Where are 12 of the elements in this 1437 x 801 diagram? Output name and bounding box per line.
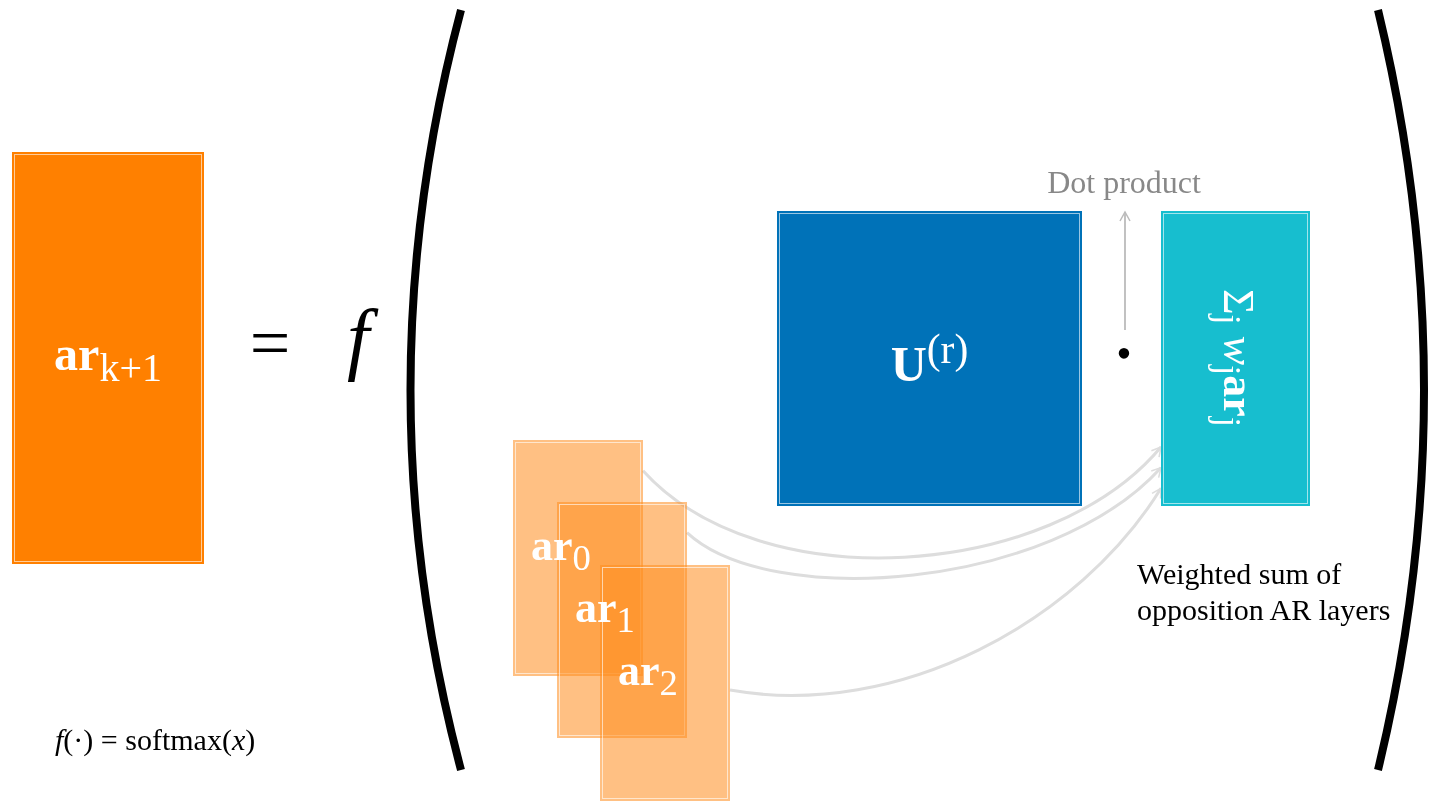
matrix-block: U$^{(r)}$: [777, 211, 1082, 506]
arrow: [642, 445, 1163, 559]
equals-sign: =: [248, 302, 292, 385]
formula-text: f(·) = softmax(x): [55, 722, 257, 758]
dot-operator: •: [1115, 328, 1133, 380]
arrow: [729, 487, 1163, 697]
dot-product-label: Dot product: [1008, 160, 1240, 204]
annotation-text: Weighted sum of opposition AR layers: [1137, 556, 1392, 628]
output-layer-block: ar$_{k+1}$: [12, 152, 204, 564]
function-symbol: f: [328, 290, 388, 386]
arrow: [686, 466, 1162, 580]
arrow: [1119, 211, 1131, 331]
